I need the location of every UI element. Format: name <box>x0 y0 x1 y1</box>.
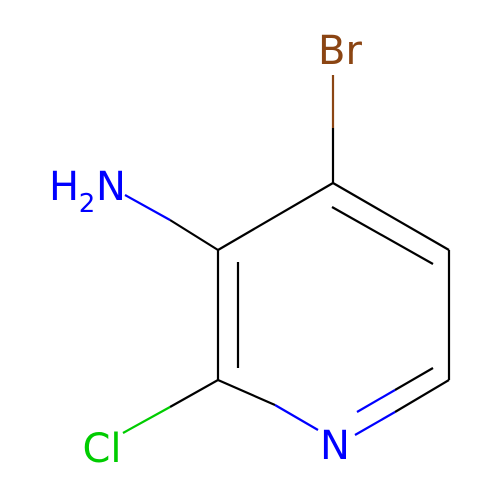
bond-n1-c2-blue <box>274 404 319 431</box>
atom-h-subscript: 2 <box>79 189 96 219</box>
atom-br-label: Br <box>318 28 362 74</box>
bond-c3-c4 <box>217 182 334 251</box>
atom-cl-label: Cl <box>82 426 121 472</box>
bond-c6-n1-inner <box>394 367 434 391</box>
bond-c4-c5 <box>332 182 450 251</box>
bond-c2-cl <box>169 379 219 408</box>
bond-c6-n1 <box>394 379 450 413</box>
bond-c3-n-colored <box>124 194 171 221</box>
bond-c6-n1-blue <box>354 411 396 436</box>
bond-c2-cl-colored <box>122 406 171 434</box>
atom-n-ring-label: N <box>320 423 350 469</box>
atom-h-label: H <box>49 164 79 210</box>
bond-c6-n1-inner-blue <box>356 389 396 413</box>
bond-c4-c5-inner <box>331 206 434 265</box>
bond-n1-c2 <box>217 378 276 407</box>
bond-c3-n <box>169 219 219 251</box>
atom-n-amine-label: N <box>96 164 126 210</box>
